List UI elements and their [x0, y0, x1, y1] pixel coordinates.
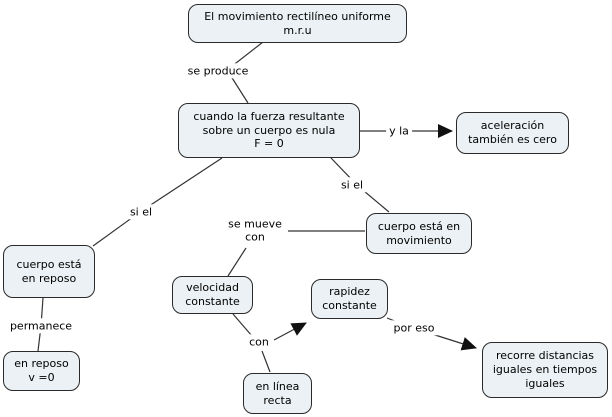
link-con-rapidez	[273, 322, 307, 341]
edge-label-y-la[interactable]: y la	[386, 123, 412, 139]
node-fuerza-resultante[interactable]: cuando la fuerza resultante sobre un cue…	[178, 103, 360, 158]
node-cuerpo-en-movimiento[interactable]: cuerpo está en movimiento	[366, 213, 472, 254]
node-recorre-distancias[interactable]: recorre distancias iguales en tiempos ig…	[482, 342, 608, 398]
edge-label-si-el-left[interactable]: si el	[126, 204, 156, 220]
link-velocidad-con	[232, 313, 253, 337]
edge-label-si-el-right[interactable]: si el	[337, 177, 367, 193]
edge-label-permanece[interactable]: permanece	[6, 318, 76, 334]
node-en-reposo-v0[interactable]: en reposo v =0	[3, 351, 80, 391]
link-con-linea	[261, 350, 271, 373]
link-semueve-velocidad	[227, 247, 247, 277]
node-mru[interactable]: El movimiento rectilíneo uniforme m.r.u	[188, 4, 407, 43]
node-cuerpo-en-reposo[interactable]: cuerpo está en reposo	[3, 245, 95, 298]
link-fuerza-reposo	[92, 157, 223, 247]
node-velocidad-constante[interactable]: velocidad constante	[172, 276, 253, 314]
node-aceleracion-cero[interactable]: aceleración también es cero	[456, 112, 569, 154]
edge-label-por-eso[interactable]: por eso	[390, 320, 438, 336]
edge-label-con[interactable]: con	[246, 334, 272, 350]
node-en-linea-recta[interactable]: en línea recta	[243, 373, 312, 414]
node-rapidez-constante[interactable]: rapidez constante	[311, 279, 388, 319]
edge-label-se-produce[interactable]: se produce	[184, 63, 252, 79]
edge-label-se-mueve-con[interactable]: se mueve con	[225, 216, 285, 246]
